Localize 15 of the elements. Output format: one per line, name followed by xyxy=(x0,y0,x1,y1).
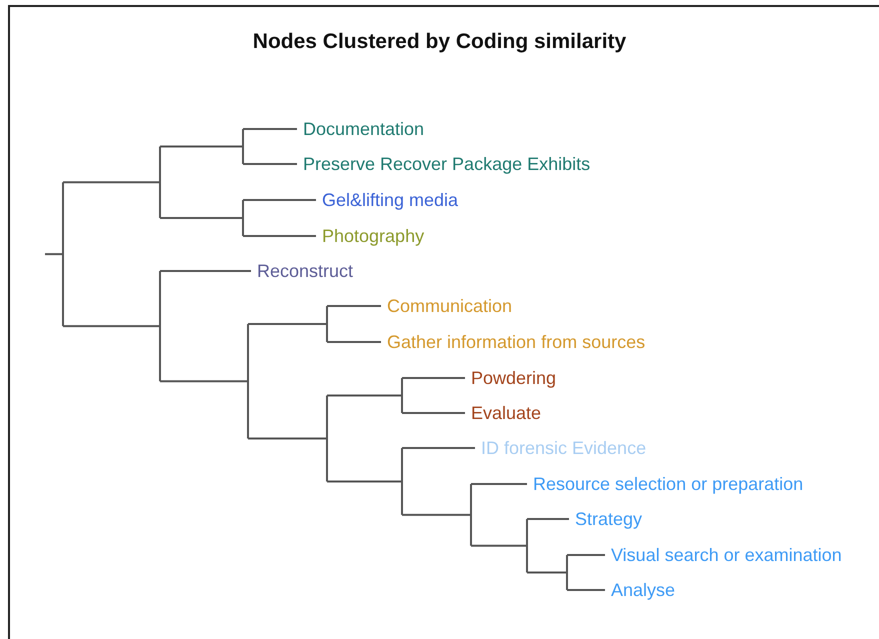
leaf-label: ID forensic Evidence xyxy=(481,437,646,459)
leaf-label: Photography xyxy=(322,225,424,247)
leaf-label: Gather information from sources xyxy=(387,331,646,353)
leaf-label: Powdering xyxy=(471,367,556,389)
chart-title: Nodes Clustered by Coding similarity xyxy=(252,30,628,54)
leaf-label: Reconstruct xyxy=(257,260,354,282)
leaf-label: Visual search or examination xyxy=(611,544,842,566)
leaf-label: Resource selection or preparation xyxy=(533,473,804,495)
leaf-label: Evaluate xyxy=(471,402,542,424)
leaf-label: Documentation xyxy=(303,118,424,140)
leaf-label: Preserve Recover Package Exhibits xyxy=(303,153,590,175)
leaf-label: Analyse xyxy=(611,579,676,601)
leaf-label: Gel&lifting media xyxy=(322,189,458,211)
leaf-label: Communication xyxy=(387,295,512,317)
leaf-label: Strategy xyxy=(575,508,642,530)
